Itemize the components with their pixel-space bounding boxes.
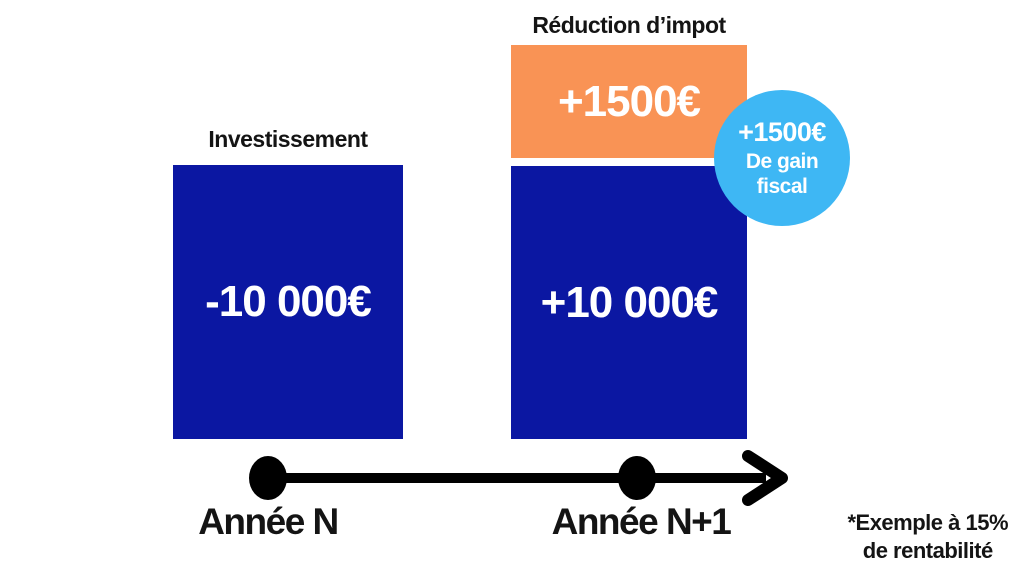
badge-text-line3: fiscal [756, 175, 808, 199]
timeline-dot-year-n1 [618, 456, 656, 500]
footnote: *Exemple à 15% de rentabilité [847, 509, 1008, 565]
axis-label-year-n: Année N [198, 501, 339, 542]
investment-bar: -10 000€ [173, 165, 403, 439]
footnote-line1: *Exemple à 15% [847, 510, 1008, 535]
badge-text-line2: De gain [745, 149, 819, 173]
investment-value-label: -10 000€ [205, 277, 372, 326]
arrowhead-icon [742, 450, 788, 506]
badge-amount-label: +1500€ [738, 116, 826, 147]
timeline-dot-year-n [249, 456, 287, 500]
tax-reduction-value-label: +1500€ [557, 76, 701, 126]
tax-reduction-bar: +1500€ [511, 45, 747, 158]
return-value-label: +10 000€ [540, 277, 719, 327]
axis-label-year-n1: Année N+1 [551, 501, 732, 542]
return-bar: +10 000€ [511, 166, 747, 439]
footnote-line2: de rentabilité [862, 538, 993, 563]
tax-reduction-title: Réduction d’impot [532, 12, 726, 38]
investment-bar-title: Investissement [208, 126, 368, 152]
gain-fiscal-badge: +1500€ De gain fiscal [714, 90, 850, 226]
